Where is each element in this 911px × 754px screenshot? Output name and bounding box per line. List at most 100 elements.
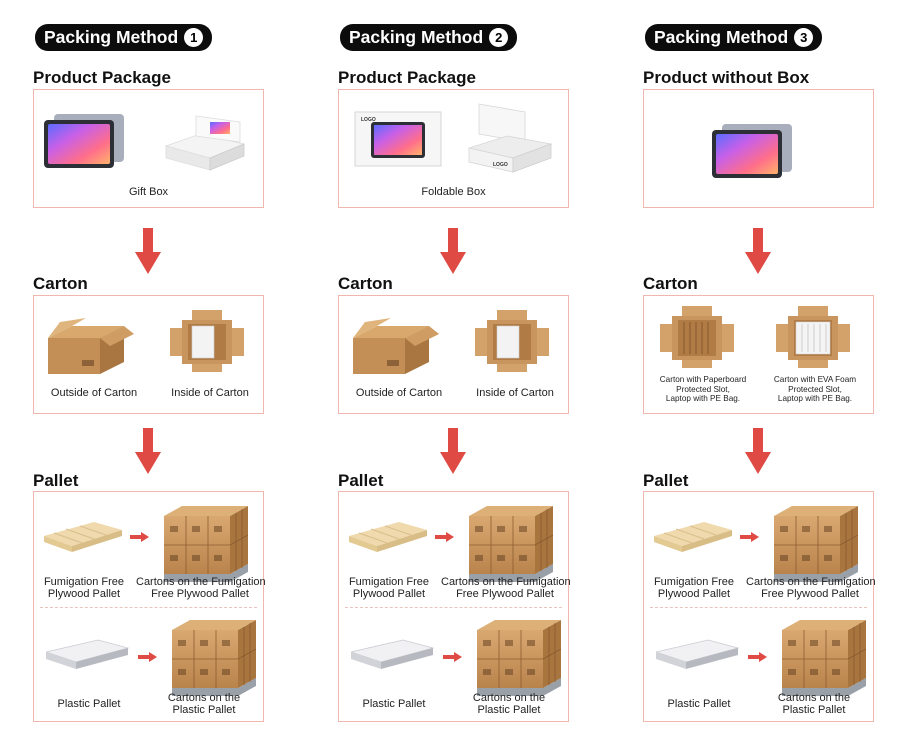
right-arrow-icon xyxy=(130,532,149,542)
badge-label: Packing Method xyxy=(654,27,789,47)
inside-carton-caption: Inside of Carton xyxy=(476,387,554,399)
caption-line: Laptop with PE Bag. xyxy=(777,394,853,403)
caption-line: Fumigation Free xyxy=(653,576,735,588)
caption-line: Fumigation Free xyxy=(348,576,430,588)
packing-method-badge: Packing Method 3 xyxy=(645,24,823,51)
down-arrow-icon xyxy=(135,228,161,274)
caption-line: Plastic Pallet xyxy=(782,704,846,716)
pallet-title: Pallet xyxy=(33,471,79,490)
wood-pallet-image xyxy=(654,521,733,553)
badge-label: Packing Method xyxy=(44,27,179,47)
inside-carton-image xyxy=(170,310,244,372)
badge-number: 1 xyxy=(184,28,204,47)
down-arrow-icon xyxy=(135,428,161,474)
cartons-on-plastic-pallet-caption: Cartons on the Plastic Pallet xyxy=(754,692,874,716)
cartons-on-wood-pallet-image xyxy=(773,505,859,583)
logo-text: LOGO xyxy=(493,162,508,168)
badge-label: Packing Method xyxy=(349,27,484,47)
dashed-divider xyxy=(40,607,257,608)
caption-line: Laptop with PE Bag. xyxy=(665,394,741,403)
paperboard-carton-caption: Carton with Paperboard Protected Slot, L… xyxy=(648,375,758,404)
product-package-title: Product without Box xyxy=(643,68,810,87)
plastic-pallet-caption: Plastic Pallet xyxy=(362,698,426,710)
caption-line: Cartons on the Fumigation xyxy=(746,576,876,588)
down-arrow-icon xyxy=(440,228,466,274)
dashed-divider xyxy=(345,607,562,608)
product-package-title: Product Package xyxy=(338,68,476,87)
inside-carton-image xyxy=(475,310,549,372)
right-arrow-icon xyxy=(748,652,767,662)
caption-line: Plywood Pallet xyxy=(657,588,731,600)
caption-line: Cartons on the xyxy=(167,692,241,704)
wood-pallet-caption: Fumigation Free Plywood Pallet xyxy=(339,576,439,600)
dashed-divider xyxy=(650,607,867,608)
cartons-on-plastic-pallet-image xyxy=(171,619,257,697)
outside-carton-caption: Outside of Carton xyxy=(50,387,138,399)
tablet-image xyxy=(44,114,124,168)
packing-method-3-column: Packing Method 3 Product without Box Car… xyxy=(643,0,883,754)
cartons-on-plastic-pallet-image xyxy=(476,619,562,697)
wood-pallet-image xyxy=(349,521,428,553)
caption-line: Free Plywood Pallet xyxy=(151,588,249,600)
carton-title: Carton xyxy=(643,274,698,293)
packing-method-2-column: Packing Method 2 Product Package LOGO LO… xyxy=(338,0,578,754)
carton-title: Carton xyxy=(338,274,393,293)
foldable-box-image: LOGO xyxy=(467,103,553,173)
carton-panel: Carton with Paperboard Protected Slot, L… xyxy=(643,295,874,414)
plastic-pallet-caption: Plastic Pallet xyxy=(57,698,121,710)
packing-method-badge: Packing Method 2 xyxy=(340,24,518,51)
product-package-panel: Gift Box xyxy=(33,89,264,208)
gift-box-caption: Gift Box xyxy=(128,186,169,198)
gift-box-image xyxy=(164,115,246,171)
foldable-box-caption: Foldable Box xyxy=(421,186,486,198)
down-arrow-icon xyxy=(745,428,771,474)
logo-text: LOGO xyxy=(361,117,376,123)
caption-line: Free Plywood Pallet xyxy=(456,588,554,600)
caption-line: Cartons on the xyxy=(777,692,851,704)
eva-foam-carton-caption: Carton with EVA Foam Protected Slot, Lap… xyxy=(760,375,870,404)
carton-panel: Outside of Carton Inside of Carton xyxy=(338,295,569,414)
down-arrow-icon xyxy=(745,228,771,274)
packing-method-1-column: Packing Method 1 Product Package Gift Bo… xyxy=(33,0,273,754)
cartons-on-wood-pallet-caption: Cartons on the Fumigation Free Plywood P… xyxy=(136,576,266,600)
wood-pallet-image xyxy=(44,521,123,553)
boxed-tablet-image: LOGO xyxy=(354,111,442,167)
pallet-panel: Fumigation Free Plywood Pallet Cartons o… xyxy=(643,491,876,722)
caption-line: Plywood Pallet xyxy=(47,588,121,600)
pallet-panel: Fumigation Free Plywood Pallet Cartons o… xyxy=(33,491,266,722)
outside-carton-image xyxy=(353,318,439,374)
caption-line: Fumigation Free xyxy=(43,576,125,588)
caption-line: Carton with EVA Foam xyxy=(773,375,857,384)
caption-line: Carton with Paperboard xyxy=(659,375,747,384)
badge-number: 2 xyxy=(489,28,509,47)
tablet-image xyxy=(712,124,792,178)
plastic-pallet-image xyxy=(656,639,739,670)
cartons-on-wood-pallet-image xyxy=(468,505,554,583)
caption-line: Free Plywood Pallet xyxy=(761,588,859,600)
caption-line: Cartons on the xyxy=(472,692,546,704)
pallet-panel: Fumigation Free Plywood Pallet Cartons o… xyxy=(338,491,571,722)
pallet-title: Pallet xyxy=(643,471,689,490)
caption-line: Plastic Pallet xyxy=(172,704,236,716)
cartons-on-wood-pallet-caption: Cartons on the Fumigation Free Plywood P… xyxy=(441,576,571,600)
right-arrow-icon xyxy=(443,652,462,662)
plastic-pallet-image xyxy=(46,639,129,670)
caption-line: Plastic Pallet xyxy=(477,704,541,716)
cartons-on-wood-pallet-caption: Cartons on the Fumigation Free Plywood P… xyxy=(746,576,876,600)
product-package-title: Product Package xyxy=(33,68,171,87)
caption-line: Cartons on the Fumigation xyxy=(136,576,266,588)
badge-number: 3 xyxy=(794,28,814,47)
carton-panel: Outside of Carton Inside of Carton xyxy=(33,295,264,414)
inside-carton-caption: Inside of Carton xyxy=(171,387,249,399)
caption-line: Plywood Pallet xyxy=(352,588,426,600)
wood-pallet-caption: Fumigation Free Plywood Pallet xyxy=(34,576,134,600)
outside-carton-image xyxy=(48,318,134,374)
outside-carton-caption: Outside of Carton xyxy=(355,387,443,399)
right-arrow-icon xyxy=(138,652,157,662)
cartons-on-plastic-pallet-image xyxy=(781,619,867,697)
plastic-pallet-image xyxy=(351,639,434,670)
right-arrow-icon xyxy=(740,532,759,542)
caption-line: Cartons on the Fumigation xyxy=(441,576,571,588)
cartons-on-plastic-pallet-caption: Cartons on the Plastic Pallet xyxy=(144,692,264,716)
eva-foam-carton-image xyxy=(776,306,850,368)
